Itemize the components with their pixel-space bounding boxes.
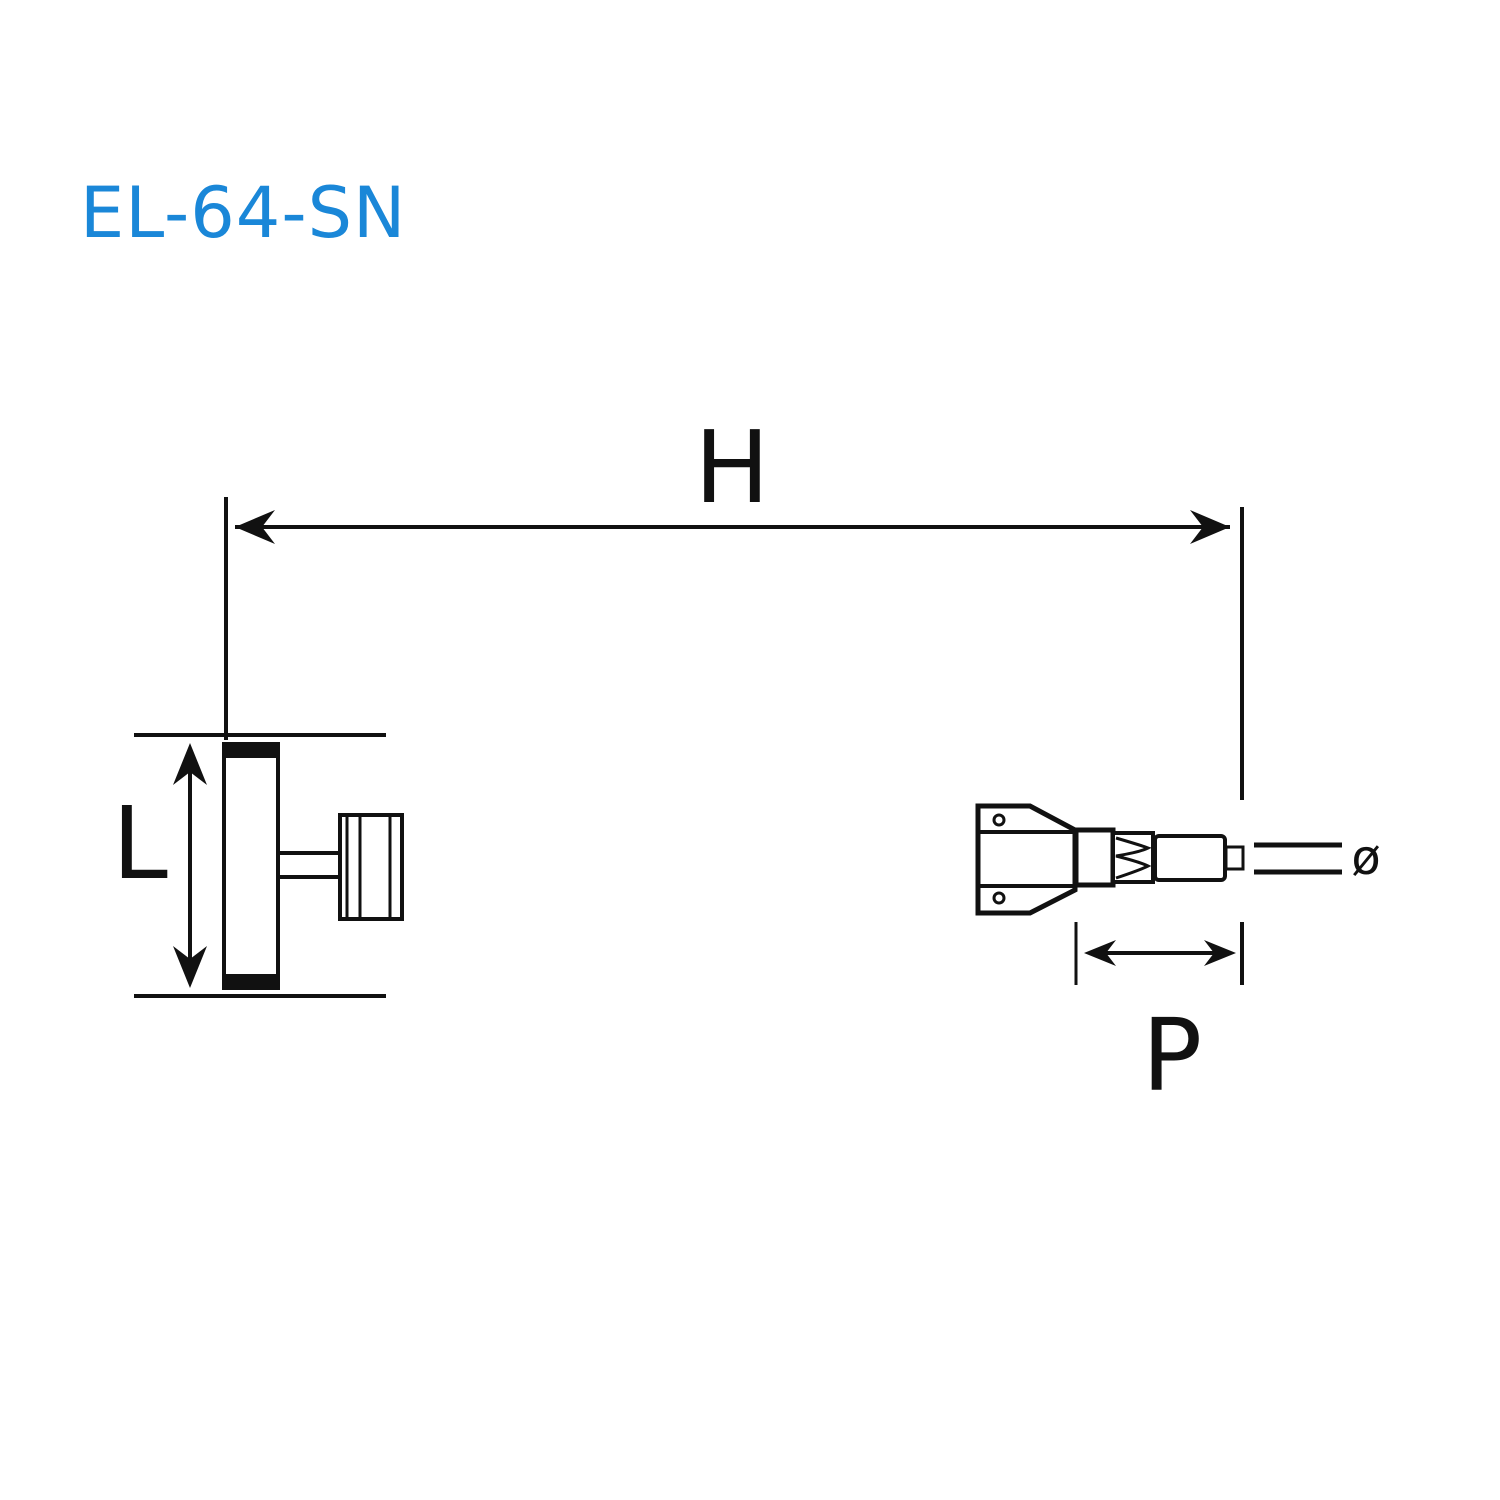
- arrowhead-icon: [235, 510, 275, 544]
- nozzle-body: [1153, 834, 1227, 882]
- label-diameter: ø: [1351, 830, 1380, 886]
- arrowhead-icon: [1084, 940, 1116, 966]
- arrowhead-icon: [173, 743, 207, 785]
- arrowhead-icon: [173, 946, 207, 988]
- dimension-diameter: ø: [1254, 830, 1381, 886]
- dimension-h: H: [224, 409, 1244, 800]
- label-p: P: [1142, 997, 1202, 1114]
- dimension-l: L: [112, 733, 386, 998]
- screw-icon: [992, 813, 1006, 827]
- label-h: H: [694, 409, 769, 526]
- tool-head: [975, 803, 1245, 916]
- handle-collar: [338, 813, 404, 921]
- arrowhead-icon: [1204, 940, 1236, 966]
- t-handle: [222, 742, 404, 990]
- dimension-p: P: [1074, 922, 1244, 1114]
- nozzle-tip: [1224, 845, 1245, 871]
- model-title: EL-64-SN: [80, 172, 407, 254]
- screw-icon: [992, 891, 1006, 905]
- label-l: L: [112, 785, 168, 902]
- handle-shaft: [276, 851, 342, 879]
- arrowhead-icon: [1190, 510, 1230, 544]
